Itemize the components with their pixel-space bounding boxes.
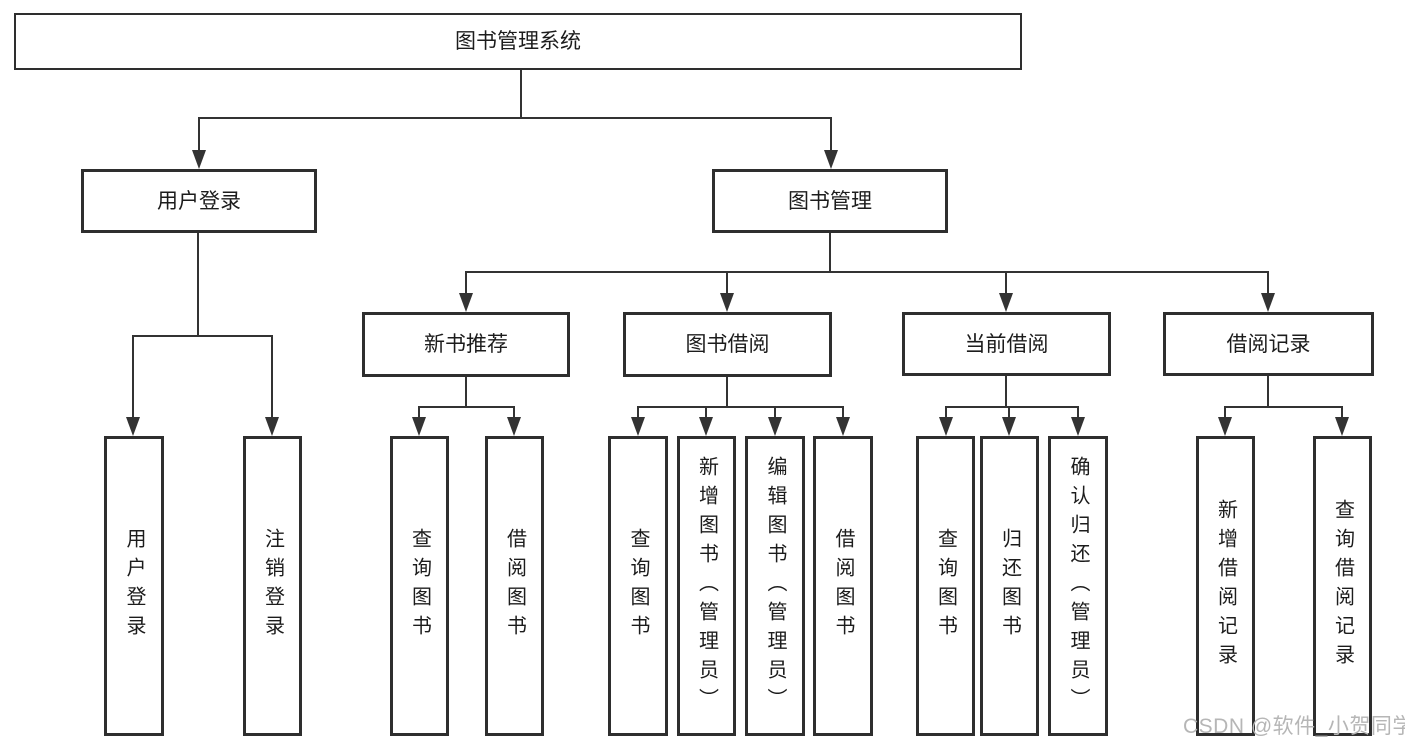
connector-record-shaft-2	[1341, 406, 1343, 419]
node-user-login-label: 用户登录	[157, 189, 241, 213]
arrowhead-down-icon	[192, 150, 206, 169]
node-leaf-edit-book-admin: 编辑图书（管理员）	[745, 436, 805, 736]
arrowhead-down-icon	[459, 293, 473, 312]
connector-borrow-bar	[637, 406, 844, 408]
connector-bookmgmt-shaft-3	[1005, 271, 1007, 297]
connector-borrow-shaft-4	[842, 406, 844, 419]
node-leaf-query-borrow-record-label: 查询借阅记录	[1331, 499, 1354, 673]
arrowhead-down-icon	[631, 417, 645, 436]
connector-bookmgmt-stem	[829, 233, 831, 273]
node-leaf-logout: 注销登录	[243, 436, 302, 736]
node-leaf-recommend-borrow-book: 借阅图书	[485, 436, 544, 736]
arrowhead-down-icon	[1261, 293, 1275, 312]
connector-record-bar	[1224, 406, 1343, 408]
node-root: 图书管理系统	[14, 13, 1022, 70]
connector-current-stem	[1005, 376, 1007, 408]
connector-root-left-shaft	[198, 117, 200, 153]
connector-current-shaft-3	[1077, 406, 1079, 419]
csdn-watermark: CSDN @软件_小贺同学	[1183, 715, 1405, 738]
arrowhead-down-icon	[507, 417, 521, 436]
node-book-borrow: 图书借阅	[623, 312, 832, 377]
connector-current-shaft-1	[945, 406, 947, 419]
node-new-book-recommend: 新书推荐	[362, 312, 570, 377]
node-leaf-logout-label: 注销登录	[261, 528, 284, 644]
connector-current-bar	[945, 406, 1079, 408]
connector-recommend-bar	[418, 406, 515, 408]
node-leaf-confirm-return-admin-label: 确认归还（管理员）	[1067, 455, 1089, 717]
connector-record-stem	[1267, 376, 1269, 408]
arrowhead-down-icon	[699, 417, 713, 436]
connector-borrow-stem	[726, 377, 728, 408]
connector-userlogin-shaft-2	[271, 335, 273, 419]
node-leaf-borrow-query-book-label: 查询图书	[627, 528, 649, 644]
arrowhead-down-icon	[412, 417, 426, 436]
connector-current-shaft-2	[1008, 406, 1010, 419]
connector-bookmgmt-shaft-2	[726, 271, 728, 297]
node-leaf-borrow-borrow-book-label: 借阅图书	[832, 528, 854, 644]
node-current-borrow: 当前借阅	[902, 312, 1111, 376]
connector-userlogin-stem	[197, 233, 199, 337]
arrowhead-down-icon	[1002, 417, 1016, 436]
connector-recommend-shaft-1	[418, 406, 420, 419]
connector-recommend-shaft-2	[513, 406, 515, 419]
node-current-borrow-label: 当前借阅	[964, 332, 1049, 356]
arrowhead-down-icon	[265, 417, 279, 436]
arrowhead-down-icon	[1335, 417, 1349, 436]
node-leaf-borrow-query-book: 查询图书	[608, 436, 668, 736]
node-leaf-add-borrow-record-label: 新增借阅记录	[1214, 499, 1237, 673]
connector-borrow-shaft-2	[705, 406, 707, 419]
arrowhead-down-icon	[939, 417, 953, 436]
node-root-label: 图书管理系统	[455, 30, 581, 53]
connector-recommend-stem	[465, 377, 467, 408]
connector-userlogin-bar	[132, 335, 273, 337]
node-leaf-edit-book-admin-label: 编辑图书（管理员）	[764, 455, 786, 717]
node-new-book-recommend-label: 新书推荐	[424, 333, 508, 356]
node-leaf-current-query-book-label: 查询图书	[934, 528, 957, 644]
arrowhead-down-icon	[1218, 417, 1232, 436]
connector-borrow-shaft-1	[637, 406, 639, 419]
node-leaf-add-borrow-record: 新增借阅记录	[1196, 436, 1255, 736]
node-leaf-return-book-label: 归还图书	[998, 528, 1021, 644]
arrowhead-down-icon	[768, 417, 782, 436]
connector-root-right-shaft	[830, 117, 832, 153]
node-leaf-return-book: 归还图书	[980, 436, 1039, 736]
node-leaf-user-login-label: 用户登录	[123, 528, 145, 644]
arrowhead-down-icon	[824, 150, 838, 169]
connector-record-shaft-1	[1224, 406, 1226, 419]
node-leaf-add-book-admin-label: 新增图书（管理员）	[695, 455, 718, 717]
arrowhead-down-icon	[720, 293, 734, 312]
connector-bookmgmt-shaft-4	[1267, 271, 1269, 297]
node-leaf-query-borrow-record: 查询借阅记录	[1313, 436, 1372, 736]
arrowhead-down-icon	[999, 293, 1013, 312]
node-leaf-add-book-admin: 新增图书（管理员）	[677, 436, 736, 736]
arrowhead-down-icon	[126, 417, 140, 436]
node-leaf-borrow-borrow-book: 借阅图书	[813, 436, 873, 736]
node-leaf-user-login: 用户登录	[104, 436, 164, 736]
node-book-management-label: 图书管理	[788, 189, 872, 213]
node-leaf-current-query-book: 查询图书	[916, 436, 975, 736]
connector-root-stem	[520, 70, 522, 119]
node-book-borrow-label: 图书借阅	[685, 333, 770, 356]
connector-root-bar	[198, 117, 832, 119]
connector-bookmgmt-bar	[465, 271, 1269, 273]
connector-bookmgmt-shaft-1	[465, 271, 467, 297]
node-borrow-record: 借阅记录	[1163, 312, 1374, 376]
node-book-management: 图书管理	[712, 169, 948, 233]
node-leaf-recommend-query-book-label: 查询图书	[408, 528, 431, 644]
node-user-login: 用户登录	[81, 169, 317, 233]
connector-borrow-shaft-3	[774, 406, 776, 419]
node-leaf-recommend-query-book: 查询图书	[390, 436, 449, 736]
node-leaf-confirm-return-admin: 确认归还（管理员）	[1048, 436, 1108, 736]
arrowhead-down-icon	[836, 417, 850, 436]
node-borrow-record-label: 借阅记录	[1226, 332, 1311, 356]
arrowhead-down-icon	[1071, 417, 1085, 436]
connector-userlogin-shaft-1	[132, 335, 134, 419]
node-leaf-recommend-borrow-book-label: 借阅图书	[503, 528, 526, 644]
